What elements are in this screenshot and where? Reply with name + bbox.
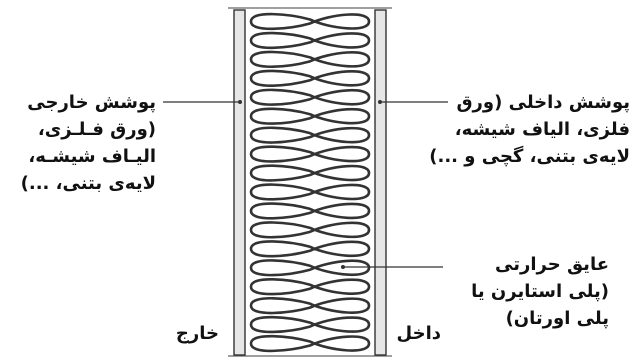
outer-cover-line-4: لایه‌ی بتنی، ...) — [20, 173, 156, 194]
insulation-loop — [249, 315, 371, 334]
outer-cover-layer — [233, 9, 246, 356]
outer-cover-leader-dot — [238, 100, 242, 104]
insulation-loop — [249, 164, 371, 182]
insulation-core — [249, 12, 371, 353]
inner-cover-line-1: پوشش داخلی (ورق — [456, 92, 630, 113]
outside-label: خارج — [175, 323, 219, 344]
insulation-line-3: پلی اورتان) — [505, 308, 609, 329]
insulation-loop — [249, 126, 371, 144]
inner-cover-line-2: فلزی، الیاف شیشه، — [454, 119, 630, 140]
insulation-loop — [249, 12, 371, 31]
inside-label: داخل — [396, 323, 441, 344]
insulation-loop — [249, 69, 371, 87]
insulation-loop — [249, 202, 371, 220]
outer-cover-line-3: الیـاف شیشـه، — [28, 146, 156, 167]
insulation-loop — [249, 240, 371, 258]
insulation-loop — [249, 259, 371, 277]
outer-cover-label: پوشش خارجی (ورق فـلـزی، الیـاف شیشـه، لا… — [21, 89, 156, 197]
inner-cover-leader-dot — [378, 100, 382, 104]
inner-cover-label: پوشش داخلی (ورق فلزی، الیاف شیشه، لایه‌ی… — [429, 89, 630, 170]
insulation-loop — [249, 88, 371, 106]
outer-cover-line-1: پوشش خارجی — [27, 92, 156, 113]
insulation-line-2: (پلی استایرن یا — [471, 281, 609, 302]
inner-cover-line-3: لایه‌ی بتنی، گچی و ...) — [429, 146, 630, 167]
insulation-loop — [249, 296, 371, 315]
insulation-loop — [249, 31, 371, 50]
insulation-loop — [249, 221, 371, 239]
insulation-label: عایق حرارتی (پلی استایرن یا پلی اورتان) — [471, 251, 609, 332]
insulation-loop — [249, 145, 371, 163]
outer-cover-line-2: (ورق فـلـزی، — [37, 119, 156, 140]
inner-cover-layer — [374, 9, 387, 356]
insulation-loop — [249, 183, 371, 201]
insulation-loop — [249, 278, 371, 296]
insulation-loop — [249, 334, 371, 353]
insulation-loop — [249, 107, 371, 125]
insulation-leader-dot — [341, 265, 345, 269]
insulation-loop — [249, 50, 371, 69]
insulation-line-1: عایق حرارتی — [495, 254, 609, 275]
